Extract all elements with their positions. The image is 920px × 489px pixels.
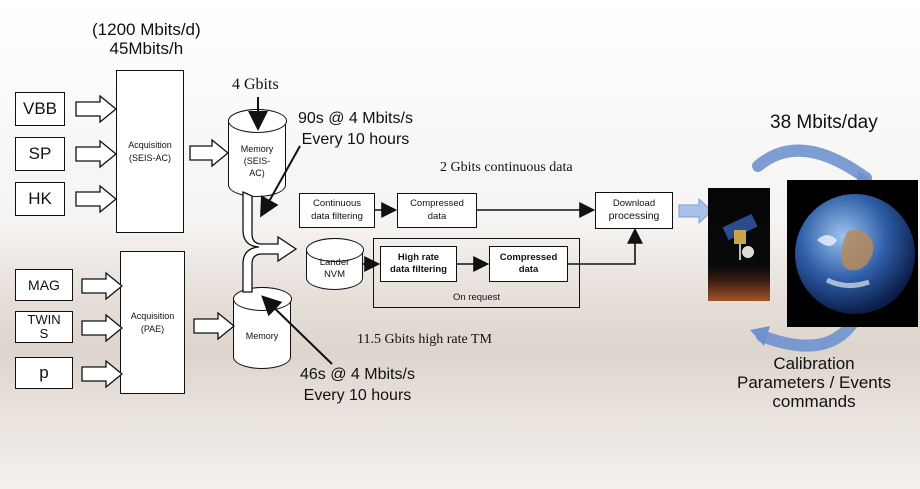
rate-daily: (1200 Mbits/d) — [92, 20, 201, 39]
continuous-data-label: 2 Gbits continuous data — [440, 160, 573, 175]
sensor-hk: HK — [15, 182, 65, 216]
on-request-group: On request — [373, 238, 580, 308]
continuous-data-filtering: Continuous data filtering — [299, 193, 375, 228]
orbiter-image — [708, 188, 770, 301]
sensor-mag: MAG — [15, 269, 73, 301]
compressed-data-high-rate: Compressed data — [489, 246, 568, 282]
hollow-arrows — [75, 94, 298, 389]
dump-rate-bottom: 46s @ 4 Mbits/s Every 10 hours — [300, 366, 415, 404]
rate-hourly: 45Mbits/h — [109, 39, 184, 58]
lander-nvm: Lander NVM — [305, 237, 364, 290]
acquisition-seis-ac: Acquisition (SEIS-AC) — [116, 70, 184, 233]
sensor-twins: TWIN S — [15, 311, 73, 343]
compressed-data-continuous: Compressed data — [397, 193, 477, 228]
acquisition-pae: Acquisition (PAE) — [120, 251, 185, 394]
rate-label: (1200 Mbits/d) 45Mbits/h — [92, 20, 201, 58]
sensor-vbb: VBB — [15, 92, 65, 126]
earth-image — [787, 180, 918, 327]
high-rate-data-filtering: High rate data filtering — [380, 246, 457, 282]
memory-size-label: 4 Gbits — [232, 76, 279, 93]
downlink-rate-label: 38 Mbits/day — [770, 112, 878, 133]
high-rate-tm-label: 11.5 Gbits high rate TM — [357, 332, 492, 347]
spacecraft-icon — [722, 213, 758, 260]
sensor-p: p — [15, 357, 73, 389]
dump-rate-top: 90s @ 4 Mbits/s Every 10 hours — [298, 110, 413, 148]
earth-icon — [795, 194, 915, 314]
sensor-sp: SP — [15, 137, 65, 171]
uplink-label: Calibration Parameters / Events commands — [736, 354, 891, 411]
on-request-label: On request — [453, 291, 500, 303]
